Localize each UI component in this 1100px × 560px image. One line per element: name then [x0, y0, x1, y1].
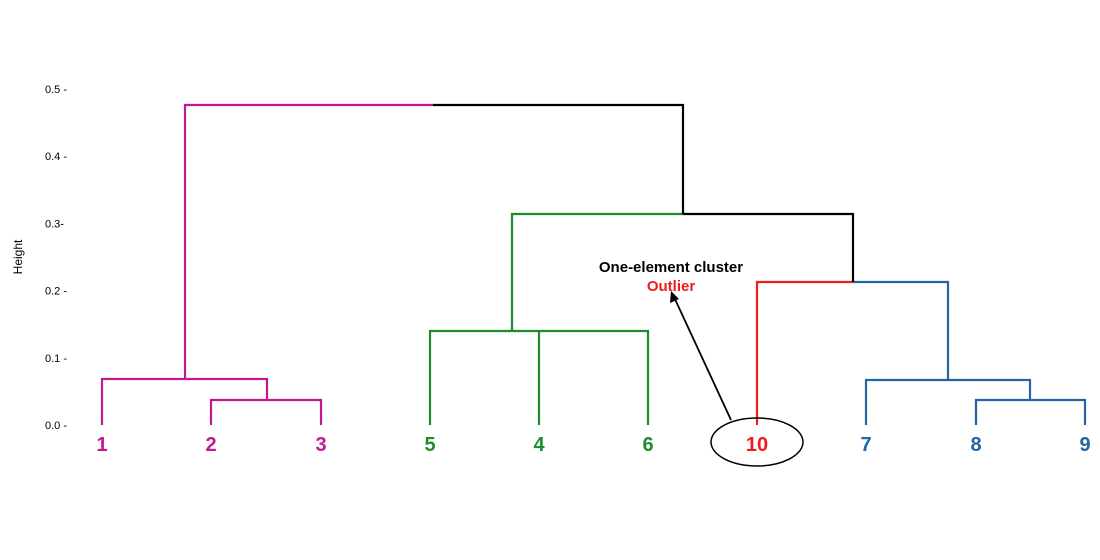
leaf-label: 2	[205, 434, 216, 456]
outlier-annotation: One-element cluster Outlier	[599, 259, 804, 467]
annotation-arrowhead	[670, 291, 679, 303]
y-axis: 0.0 - 0.1 - 0.2 - 0.3- 0.4 - 0.5 -	[45, 84, 67, 432]
y-tick-label: 0.4 -	[45, 151, 67, 163]
dendrogram-branch	[683, 212, 855, 282]
outlier-circle	[710, 417, 804, 467]
y-tick-label: 0.0 -	[45, 420, 67, 432]
dendrogram-branch	[853, 280, 950, 380]
leaf-label: 6	[642, 434, 653, 456]
dendrogram-branch	[755, 280, 853, 425]
leaf-label: 3	[315, 434, 326, 456]
leaf-label: 4	[533, 434, 545, 456]
leaf-label: 10	[746, 434, 768, 456]
dendrogram-branch	[433, 103, 685, 214]
leaf-label: 8	[970, 434, 981, 456]
y-axis-label: Height	[11, 239, 25, 274]
annotation-subtitle: Outlier	[647, 278, 696, 295]
annotation-title: One-element cluster	[599, 259, 743, 276]
y-tick-label: 0.1 -	[45, 353, 67, 365]
dendrogram-branches	[100, 103, 1087, 425]
y-tick-label: 0.5 -	[45, 84, 67, 96]
leaf-label: 9	[1079, 434, 1090, 456]
leaf-labels: 1 2 3 5 4 6 10 7 8 9	[96, 434, 1090, 456]
dendrogram-branch	[100, 377, 269, 425]
leaf-label: 1	[96, 434, 107, 456]
leaf-label: 5	[424, 434, 435, 456]
y-tick-label: 0.3-	[45, 218, 64, 230]
dendrogram-branch	[510, 212, 683, 331]
dendrogram-branch	[183, 103, 433, 379]
dendrogram-branch	[864, 378, 1032, 425]
y-tick-label: 0.2 -	[45, 286, 67, 298]
dendrogram-branch	[209, 398, 323, 425]
annotation-arrow	[673, 296, 732, 421]
leaf-label: 7	[860, 434, 871, 456]
dendrogram-branch	[974, 398, 1087, 425]
